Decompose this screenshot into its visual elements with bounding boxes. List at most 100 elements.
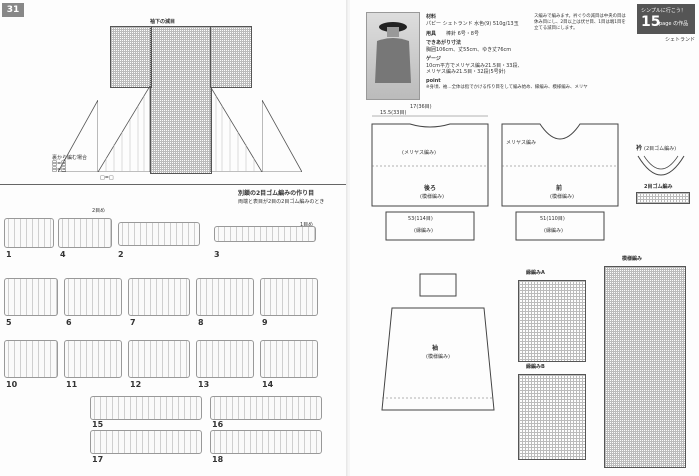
step-number: 8 [198, 318, 204, 327]
back-edge: (縁編み) [414, 228, 433, 234]
badge-number: 15 [641, 14, 661, 30]
left-page: 31 袖下の減目 裏から編む場合 回=回 回=回 □=□ 別鎖の2目ゴム編みの作… [0, 0, 349, 476]
sleeve-chart-left-top [110, 26, 152, 88]
step-number: 11 [66, 380, 78, 389]
step-illustration-12 [128, 340, 190, 378]
step-illustration-2 [58, 218, 112, 248]
collar-schematic [637, 155, 685, 176]
step-illustration-6 [64, 278, 122, 316]
front-schematic [501, 123, 619, 241]
section-divider [0, 184, 346, 185]
collar-sublabel: (2目ゴム編み) [644, 146, 677, 152]
collar-label: 衿 [636, 145, 643, 152]
step-number: 3 [214, 250, 220, 259]
point-text: ※身頃、袖…全体は指でかける作り目をして編み始め、縁編み、模様編み、メリヤ [426, 85, 588, 90]
decrease-step-left [98, 86, 150, 172]
pattern-title: 模様編み [622, 256, 643, 262]
pattern-badge: シンプルに行こう！ 15 page の作品 [637, 4, 695, 34]
step-number: 10 [6, 380, 18, 389]
step-number: 13 [198, 380, 210, 389]
step-illustration-11 [64, 340, 122, 378]
book-gutter [346, 0, 352, 476]
badge-suffix: page の作品 [659, 21, 689, 27]
rib-title: 2目ゴム編み [644, 184, 673, 190]
step-number: 2 [118, 250, 124, 259]
dim-label: 17(36目) [410, 104, 432, 110]
decrease-step-far-left [58, 100, 98, 172]
label-round1: 1目め [300, 222, 314, 228]
front-width: 51(110目) [540, 216, 565, 222]
materials-text: パピー シェトランド 水色(9) 510g/13玉 [426, 21, 519, 27]
step-number: 9 [262, 318, 268, 327]
step-illustration-13 [196, 340, 254, 378]
pattern-chart [604, 266, 686, 468]
step-illustration-5 [4, 278, 58, 316]
legend-line2: 回=回 [52, 161, 67, 167]
legend-line1: 裏から編む場合 [52, 155, 88, 161]
step-illustration-3 [118, 222, 200, 246]
size-text: 胸囲106cm、丈55cm、ゆき丈76cm [426, 47, 512, 53]
step-number: 18 [212, 455, 224, 464]
edge-a-chart [518, 280, 586, 362]
step-illustration-4 [214, 226, 316, 242]
gauge-text2: メリヤス編み21.5目・32段(5号針) [426, 69, 506, 75]
step-illustration-10 [4, 340, 58, 378]
step-illustration-1 [4, 218, 54, 248]
step-number: 12 [130, 380, 142, 389]
section-title: 別鎖の2目ゴム編みの作り目 [238, 190, 315, 197]
decrease-step-right [210, 86, 262, 172]
edge-b-title: 縁編みB [526, 364, 545, 370]
step-number: 17 [92, 455, 104, 464]
model-photo [366, 12, 420, 100]
label-round2: 2目め [92, 208, 106, 214]
step-number: 14 [262, 380, 274, 389]
step-illustration-17 [90, 430, 202, 454]
section-subtitle: 両端と表目が2目の2目ゴム編みのとき [238, 199, 325, 205]
back-label: 後ろ [424, 185, 437, 192]
brand-label: シェトランド [664, 37, 695, 43]
step-number: 16 [212, 420, 224, 429]
step-illustration-18 [210, 430, 322, 454]
step-illustration-9 [260, 278, 318, 316]
step-number: 5 [6, 318, 12, 327]
gauge-text: 10cm平方でメリヤス編み21.5目・33段、 [426, 63, 523, 69]
front-label: 前 [556, 185, 563, 192]
back-sublabel: (模様編み) [420, 194, 444, 200]
chart-key: □=□ [100, 175, 114, 181]
point-title: point [426, 78, 441, 84]
front-edge: (縁編み) [544, 228, 563, 234]
sleeve-schematic [381, 273, 495, 411]
chart-title: 袖下の減目 [150, 19, 176, 25]
sleeve-sublabel: (模様編み) [426, 354, 450, 360]
badge-top: シンプルに行こう！ [641, 8, 686, 14]
gauge-title: ゲージ [426, 56, 441, 62]
step-number: 7 [130, 318, 136, 327]
description-text: ス編みで編みます。衿ぐりの減目は中央の目は休み目にし、2目以上は伏せ目、1目は端… [534, 14, 626, 31]
step-number: 15 [92, 420, 104, 429]
right-page: 材料 パピー シェトランド 水色(9) 510g/13玉 用具 棒針 6号・8号… [350, 0, 699, 476]
step-illustration-16 [210, 396, 322, 420]
back-width: 53(114目) [408, 216, 433, 222]
front-sublabel: (模様編み) [550, 194, 574, 200]
step-illustration-14 [260, 340, 318, 378]
sleeve-chart-center [150, 26, 212, 174]
model-figure [375, 22, 411, 83]
sleeve-chart-right-top [210, 26, 252, 88]
step-number: 6 [66, 318, 72, 327]
edge-a-title: 縁編みA [526, 270, 545, 276]
back-schematic [371, 115, 489, 241]
dim-label: 15.5(33目) [380, 110, 407, 116]
edge-b-chart [518, 374, 586, 460]
back-meriyasu: (メリヤス編み) [402, 150, 436, 156]
rib-chart [636, 192, 690, 204]
front-meriyasu: メリヤス編み [506, 140, 537, 146]
tools-text: 棒針 6号・8号 [446, 31, 479, 37]
step-illustration-7 [128, 278, 190, 316]
legend-line3: 回=回 [52, 167, 67, 173]
step-number: 1 [6, 250, 12, 259]
sleeve-label: 袖 [432, 345, 439, 352]
materials-title: 材料 [426, 14, 437, 20]
page-number: 31 [2, 3, 24, 17]
tools-title: 用具 [426, 31, 437, 37]
step-illustration-8 [196, 278, 254, 316]
